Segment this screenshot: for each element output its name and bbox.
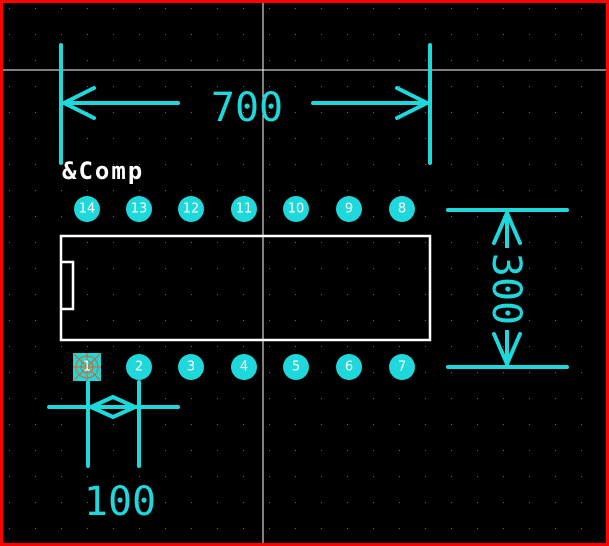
round-pad-icon <box>178 354 204 380</box>
round-pad-icon <box>336 354 362 380</box>
round-pad-icon <box>126 354 152 380</box>
round-pad-icon <box>283 196 309 222</box>
round-pad-icon <box>178 196 204 222</box>
pin-number: 9 <box>345 202 353 217</box>
pin-number: 2 <box>135 360 143 375</box>
pin-number: 3 <box>187 360 195 375</box>
height-dim-label-bg <box>490 248 524 330</box>
pin-number: 7 <box>398 360 406 375</box>
pin-number: 11 <box>236 202 253 217</box>
pin-number: 5 <box>292 360 300 375</box>
pin1-notch <box>61 260 75 311</box>
pad-1[interactable]: 1 <box>73 353 101 381</box>
height-dimension-label: 300 <box>483 253 529 325</box>
pad-8[interactable]: 8 <box>389 196 415 222</box>
width-dim-arrow-right <box>395 86 432 120</box>
ref-designator-label[interactable]: &Comp <box>62 157 144 185</box>
pad-3[interactable]: 3 <box>178 354 204 380</box>
width-dim-arrow-left <box>59 86 96 120</box>
pin-number: 13 <box>131 202 148 217</box>
component-outline[interactable] <box>59 234 432 342</box>
pin-number: 8 <box>398 202 406 217</box>
pin-number: 12 <box>183 202 200 217</box>
pad-10[interactable]: 10 <box>283 196 309 222</box>
pin-number: 10 <box>288 202 305 217</box>
pin-number: 1 <box>83 360 91 375</box>
pad-7[interactable]: 7 <box>389 354 415 380</box>
pads-top-row[interactable]: 14 13 12 11 10 9 8 <box>74 196 415 222</box>
pad-14[interactable]: 14 <box>74 196 100 222</box>
pad-5[interactable]: 5 <box>283 354 309 380</box>
pads-bottom-row[interactable]: 1 2 3 4 5 6 7 <box>73 353 415 381</box>
pad-9[interactable]: 9 <box>336 196 362 222</box>
pad-13[interactable]: 13 <box>126 196 152 222</box>
pitch-dimension-label: 100 <box>84 479 156 525</box>
pad-2[interactable]: 2 <box>126 354 152 380</box>
height-dim-arrow-bottom <box>492 332 522 370</box>
pin-number: 6 <box>345 360 353 375</box>
width-dimension[interactable] <box>59 43 432 165</box>
pitch-dim-arrows <box>89 394 140 420</box>
width-dimension-label: 700 <box>211 85 283 131</box>
round-pad-icon <box>74 196 100 222</box>
round-pad-icon <box>231 196 257 222</box>
pitch-dimension[interactable] <box>47 380 180 468</box>
round-pad-icon <box>389 196 415 222</box>
pad-6[interactable]: 6 <box>336 354 362 380</box>
height-dim-arrow-top <box>492 207 522 245</box>
round-pad-icon <box>283 354 309 380</box>
component-body-outline <box>59 234 432 342</box>
round-pad-icon <box>231 354 257 380</box>
pin-number: 4 <box>240 360 248 375</box>
round-pad-icon <box>389 354 415 380</box>
pad-12[interactable]: 12 <box>178 196 204 222</box>
pin-number: 14 <box>79 202 96 217</box>
pin1-highlight-icon <box>73 353 101 381</box>
round-pad-icon <box>126 196 152 222</box>
pad-4[interactable]: 4 <box>231 354 257 380</box>
pad-11[interactable]: 11 <box>231 196 257 222</box>
round-pad-icon <box>336 196 362 222</box>
